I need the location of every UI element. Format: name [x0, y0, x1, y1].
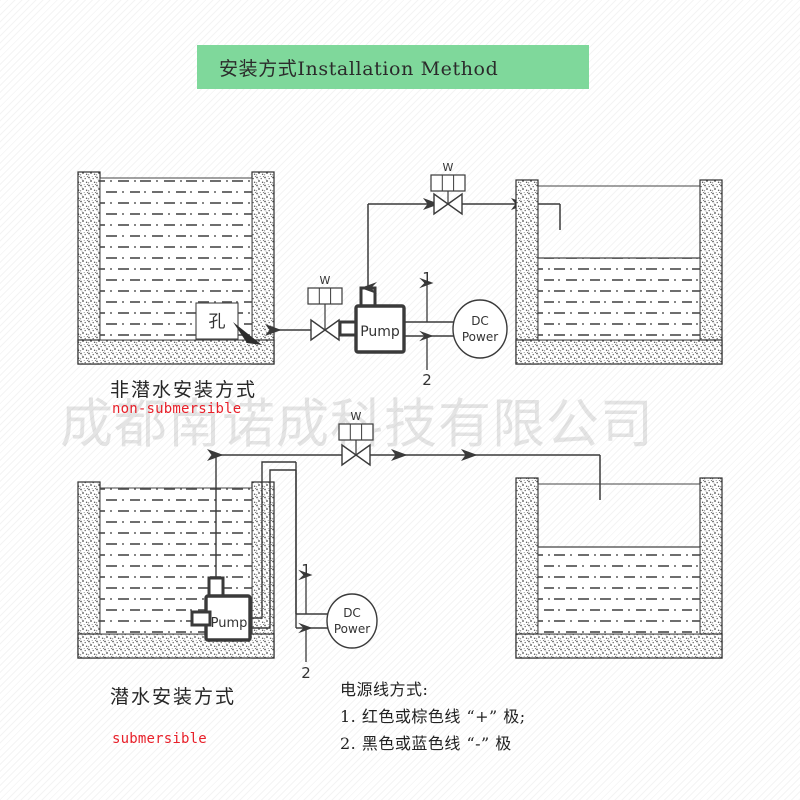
- caption-submersible-en: submersible: [112, 731, 207, 747]
- legend-item-positive: 1. 红色或棕色线 “+” 极;: [340, 707, 526, 726]
- title-banner: 安装方式Installation Method: [197, 45, 589, 89]
- pump-label: Pump: [360, 324, 400, 340]
- dc-power-label-line1: DC: [471, 314, 489, 328]
- valve-label-w: W: [320, 274, 331, 287]
- top-source-tank: 孔: [77, 171, 275, 365]
- caption-submersible-cn: 潜水安装方式: [110, 686, 237, 708]
- bottom-receiving-tank: [515, 477, 723, 659]
- top-pump: Pump: [338, 286, 406, 354]
- wire-label-2: 2: [301, 664, 311, 682]
- dc-power-label-line2: Power: [462, 330, 498, 344]
- wire-label-1: 1: [301, 561, 311, 579]
- legend-item-negative: 2. 黑色或蓝色线 “-” 极: [340, 734, 512, 753]
- dc-power-label-line1: DC: [343, 606, 361, 620]
- wire-label-1: 1: [422, 269, 432, 287]
- hole-label: 孔: [209, 312, 226, 332]
- valve-label-w: W: [443, 161, 454, 174]
- legend-heading: 电源线方式:: [340, 680, 429, 699]
- caption-non-submersible-en: non-submersible: [112, 401, 242, 417]
- top-power-wiring: 1 2: [404, 269, 455, 389]
- top-discharge-valve: W: [430, 161, 466, 216]
- dc-power-label-line2: Power: [334, 622, 370, 636]
- caption-non-submersible-cn: 非潜水安装方式: [110, 379, 258, 401]
- page-title: 安装方式Installation Method: [219, 57, 499, 80]
- top-dc-power: DC Power: [452, 299, 508, 359]
- wire-label-2: 2: [422, 371, 432, 389]
- bottom-discharge-valve: W: [338, 410, 374, 467]
- pump-label: Pump: [211, 616, 248, 631]
- bottom-cable-route: 1 2: [250, 461, 330, 682]
- power-wiring-legend: 电源线方式: 1. 红色或棕色线 “+” 极; 2. 黑色或蓝色线 “-” 极: [340, 676, 526, 757]
- hole-callout-box: [195, 302, 239, 340]
- top-receiving-tank: [515, 179, 723, 365]
- bottom-dc-power: DC Power: [326, 593, 378, 649]
- top-suction-valve: W: [307, 274, 343, 342]
- valve-label-w: W: [351, 410, 362, 423]
